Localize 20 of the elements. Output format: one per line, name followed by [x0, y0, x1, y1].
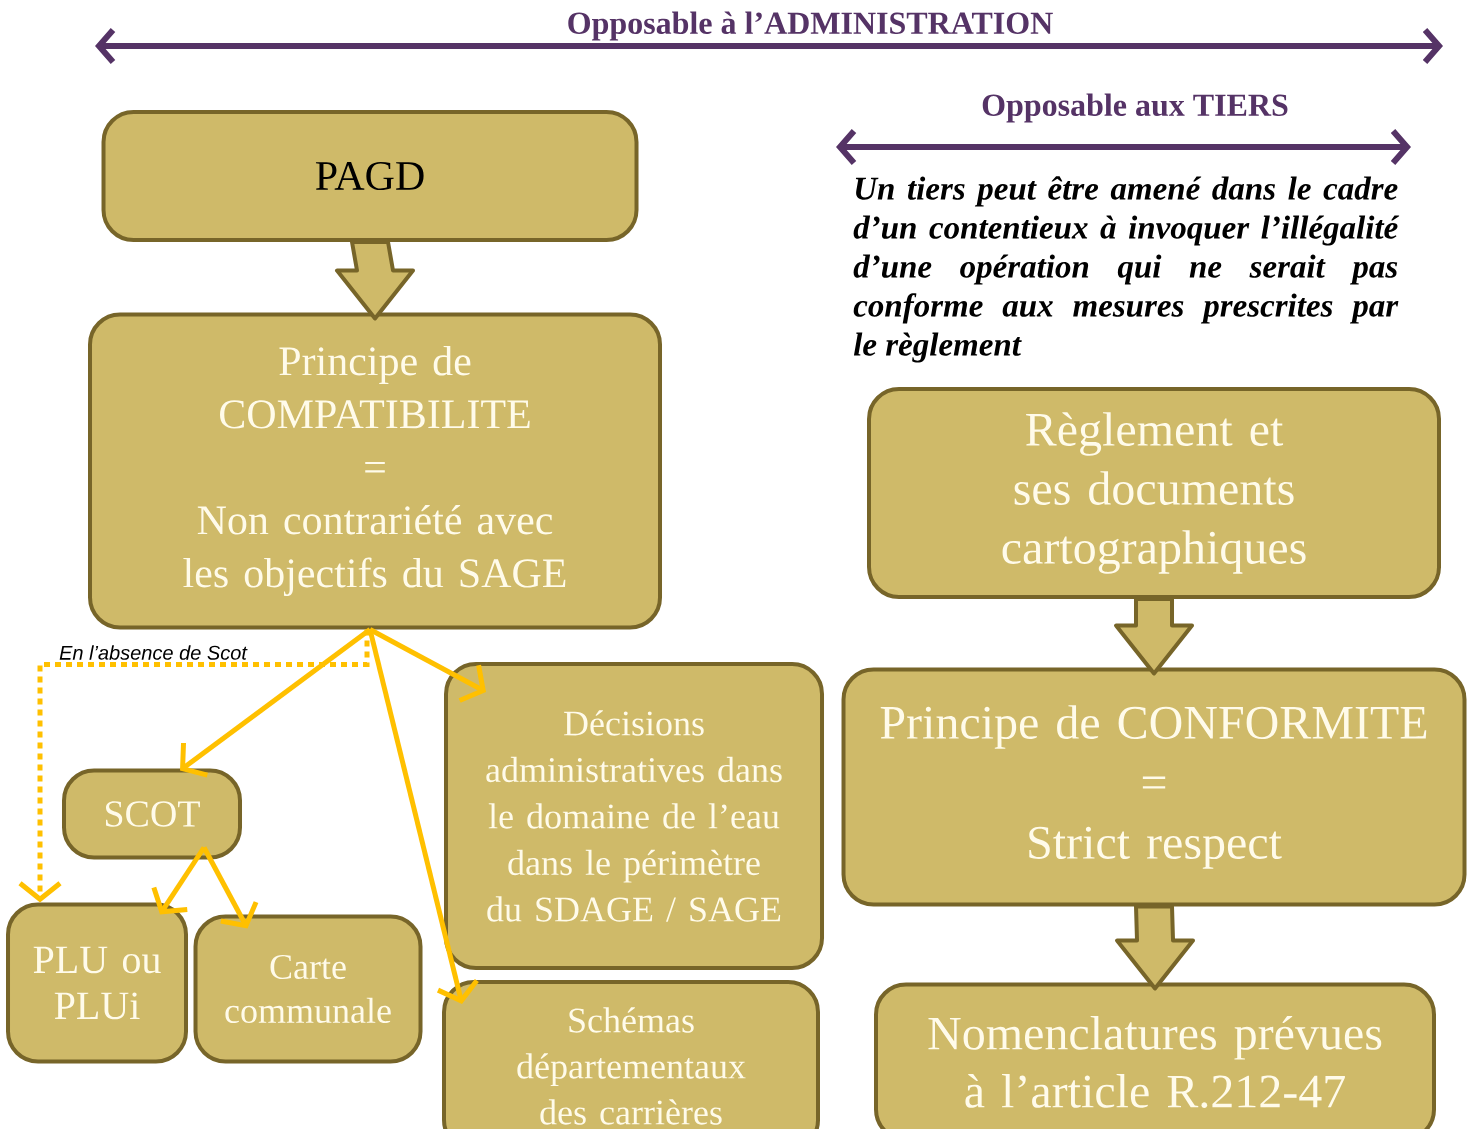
process-box: Carte communale [193, 914, 423, 1064]
arrow [180, 627, 372, 778]
process-box: PLU ou PLUi [6, 902, 188, 1064]
process-box: Principe de CONFORMITE = Strict respect [841, 667, 1467, 907]
process-box: SCOT [62, 768, 242, 860]
arrow [201, 846, 259, 929]
process-box: Principe de COMPATIBILITE = Non contrariété avec les objectifs du SAGE [88, 312, 662, 630]
arrow [368, 627, 486, 703]
span-label: Opposable à l’ADMINISTRATION [568, 11, 1053, 41]
process-box: Schémas départementaux des carrières [442, 980, 820, 1129]
process-box: Nomenclatures prévues à l’article R.212-47 [874, 982, 1436, 1129]
block-arrow [335, 240, 415, 321]
process-box: PAGD [101, 110, 639, 242]
process-box: Règlement et ses documents cartographiques [867, 387, 1441, 599]
block-arrow [1114, 597, 1194, 676]
span-label: Opposable aux TIERS [982, 93, 1288, 123]
edge-label: En l’absence de Scot [59, 645, 248, 660]
process-box: Décisions administratives dans le domaine de l’eau dans le périmètre du SDAGE / SAGE [444, 662, 824, 970]
block-arrow [1115, 904, 1195, 991]
arrow [18, 629, 370, 903]
